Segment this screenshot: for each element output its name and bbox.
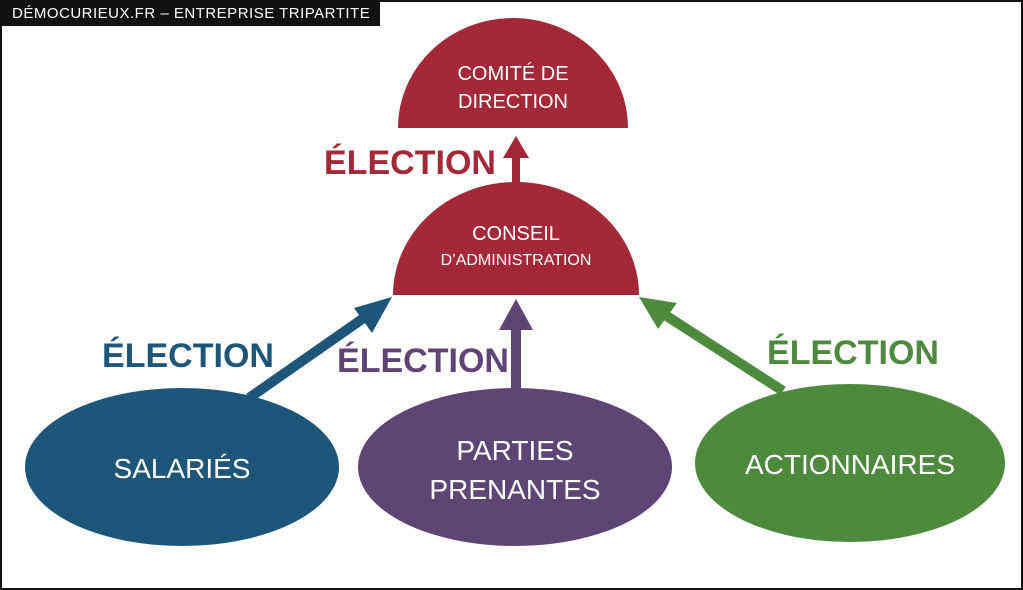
election-label-left: ÉLECTION [102, 337, 274, 375]
conseil-administration-line1: CONSEIL [472, 223, 560, 245]
comite-direction-line1: COMITÉ DE [457, 62, 568, 85]
salaries-label: SALARIÉS [114, 453, 251, 484]
arrow-parties-to-conseil [499, 299, 533, 392]
arrow-conseil-to-comite [503, 136, 529, 184]
parties-prenantes-ellipse [358, 388, 672, 546]
election-label-right: ÉLECTION [767, 334, 939, 372]
comite-direction-shape [398, 18, 628, 128]
actionnaires-ellipse [695, 384, 1005, 542]
comite-direction-line2: DIRECTION [458, 91, 568, 113]
salaries-ellipse [25, 388, 339, 546]
arrow-salaries-to-conseil [246, 297, 392, 403]
election-label-top: ÉLECTION [324, 144, 496, 182]
parties-prenantes-line2: PRENANTES [429, 474, 600, 505]
conseil-administration-line2: D’ADMINISTRATION [441, 252, 592, 269]
conseil-administration-shape [393, 182, 639, 295]
arrow-actionnaires-to-conseil [639, 297, 786, 396]
parties-prenantes-line1: PARTIES [456, 435, 573, 466]
actionnaires-label: ACTIONNAIRES [745, 449, 955, 480]
header-title: DÉMOCURIEUX.FR – ENTREPRISE TRIPARTITE [2, 2, 381, 26]
election-label-middle: ÉLECTION [337, 342, 509, 380]
